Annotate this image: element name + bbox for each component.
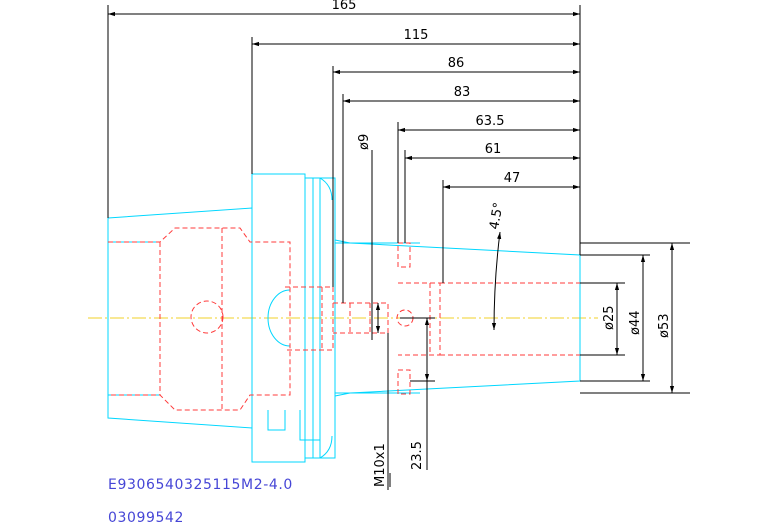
dim-83: 83 [454, 85, 471, 100]
dim-phi44: ø44 [628, 311, 643, 336]
dim-phi25: ø25 [602, 306, 617, 331]
dim-47: 47 [504, 171, 521, 186]
dim-thread: M10x1 [373, 443, 388, 487]
dim-165: 165 [332, 0, 357, 13]
holder-outline [107, 173, 581, 463]
dim-61: 61 [485, 142, 502, 157]
dim-115: 115 [404, 28, 429, 43]
dim-phi53: ø53 [657, 314, 672, 339]
top-dimensions [107, 5, 581, 303]
part-number: 03099542 [108, 510, 184, 523]
dim-86: 86 [448, 56, 465, 71]
diameter-dimensions [580, 242, 690, 394]
hidden-lines [108, 227, 580, 411]
dim-63-5: 63.5 [476, 114, 505, 129]
angle-dimension-arc [491, 231, 502, 331]
dim-angle: 4.5° [487, 201, 506, 230]
part-code: E9306540325115M2-4.0 [108, 477, 293, 493]
dim-phi9: ø9 [357, 134, 372, 150]
dim-23-5: 23.5 [410, 441, 425, 470]
